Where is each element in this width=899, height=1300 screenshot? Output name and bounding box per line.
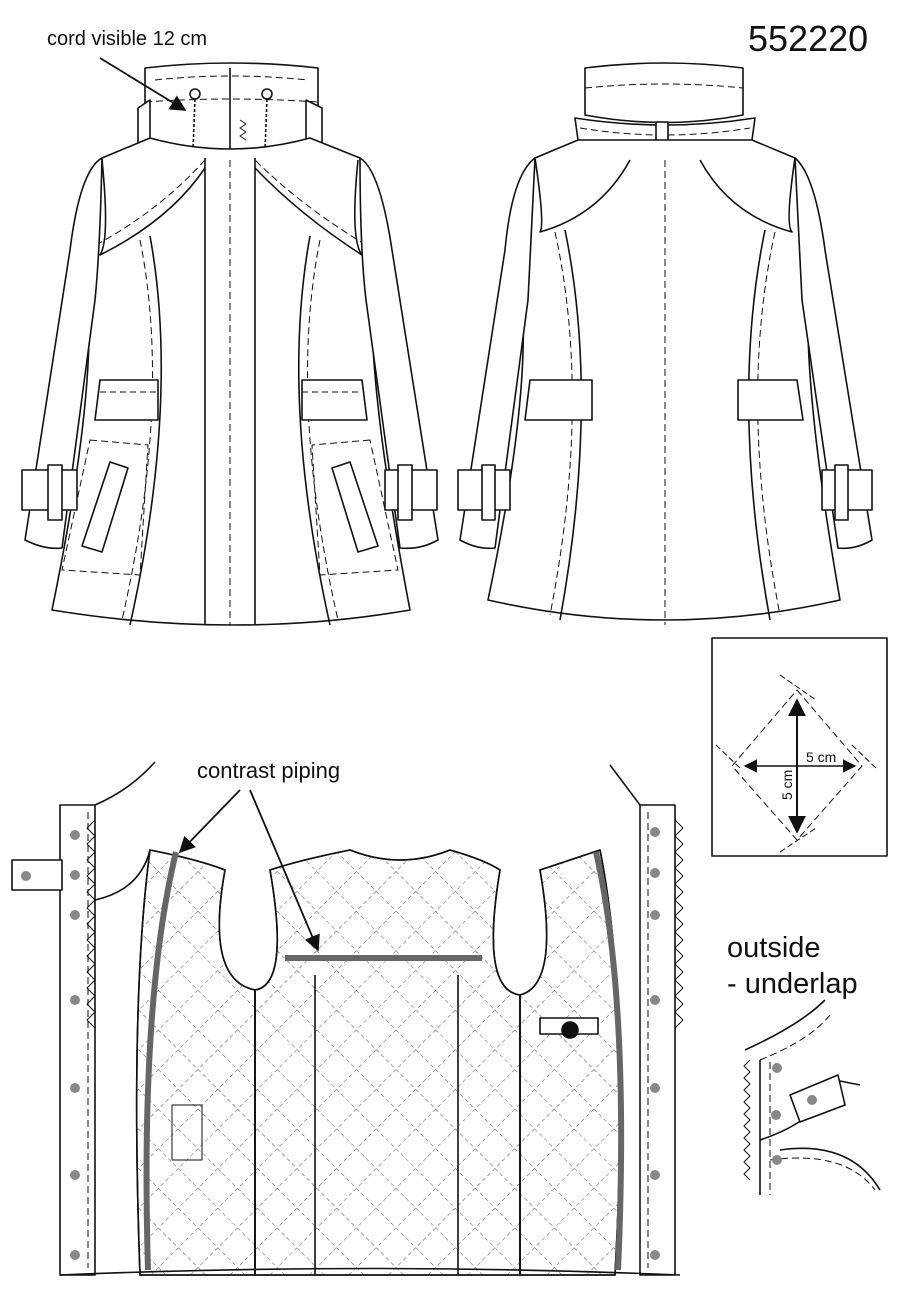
quilting-height-label: 5 cm bbox=[779, 770, 795, 800]
contrast-piping bbox=[143, 851, 625, 1271]
quilting-detail-box bbox=[711, 637, 888, 857]
outside-label: outside bbox=[727, 932, 821, 964]
front-view bbox=[21, 62, 439, 626]
underlap-detail bbox=[743, 999, 881, 1195]
cord-callout-label: cord visible 12 cm bbox=[47, 28, 208, 50]
underlap-label: - underlap bbox=[727, 968, 858, 1000]
contrast-piping-label: contrast piping bbox=[197, 758, 341, 783]
callout-arrows bbox=[99, 57, 320, 952]
inside-view bbox=[11, 761, 684, 1276]
model-number: 552220 bbox=[748, 18, 869, 59]
snap-buttons bbox=[21, 827, 660, 1260]
back-view bbox=[457, 62, 873, 625]
quilting-width-label: 5 cm bbox=[806, 749, 836, 765]
